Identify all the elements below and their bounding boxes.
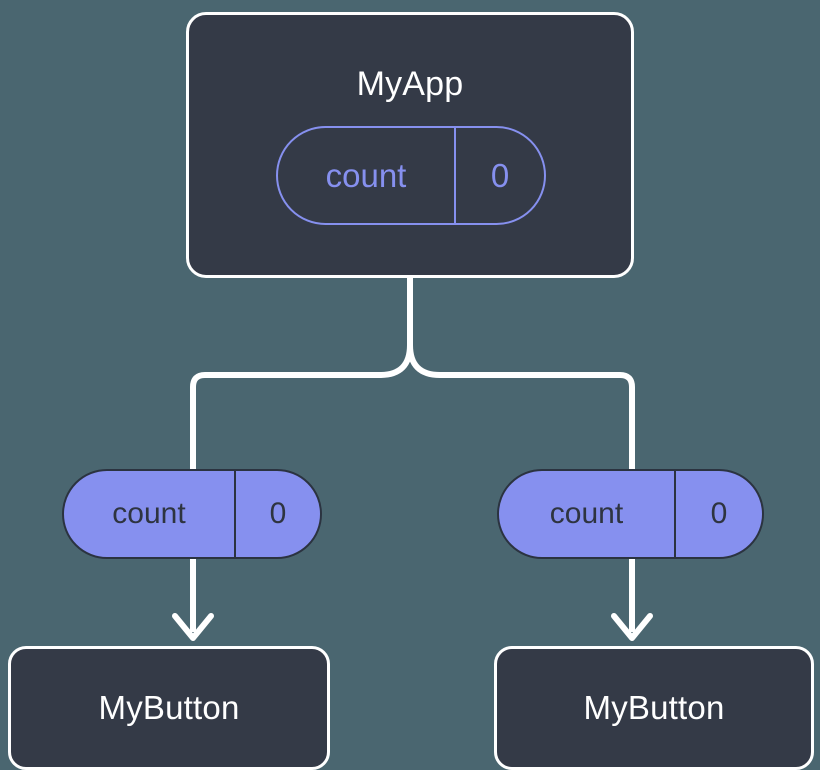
arrow-left-head: [172, 613, 214, 641]
component-label-mybutton-right: MyButton: [583, 689, 725, 726]
state-pill-key: count: [325, 156, 407, 194]
state-pill-myapp-count[interactable]: count 0: [276, 126, 546, 225]
prop-pill-right-count[interactable]: count 0: [497, 469, 764, 559]
arrow-right-head: [611, 613, 653, 641]
prop-pill-left-count[interactable]: count 0: [62, 469, 322, 559]
component-node-myapp[interactable]: MyApp: [186, 12, 634, 278]
component-label-myapp: MyApp: [356, 65, 464, 103]
wire-root-to-left-prop: [190, 274, 413, 473]
wire-root-to-right-prop: [407, 274, 635, 473]
component-node-mybutton-right[interactable]: MyButton: [494, 646, 814, 770]
state-pill-value: 0: [454, 128, 544, 223]
prop-pill-key: count: [112, 497, 186, 530]
component-node-mybutton-left[interactable]: MyButton: [8, 646, 330, 770]
prop-pill-value: 0: [234, 471, 320, 557]
prop-pill-value: 0: [674, 471, 762, 557]
prop-pill-key: count: [549, 497, 624, 530]
component-label-mybutton-left: MyButton: [98, 689, 240, 726]
